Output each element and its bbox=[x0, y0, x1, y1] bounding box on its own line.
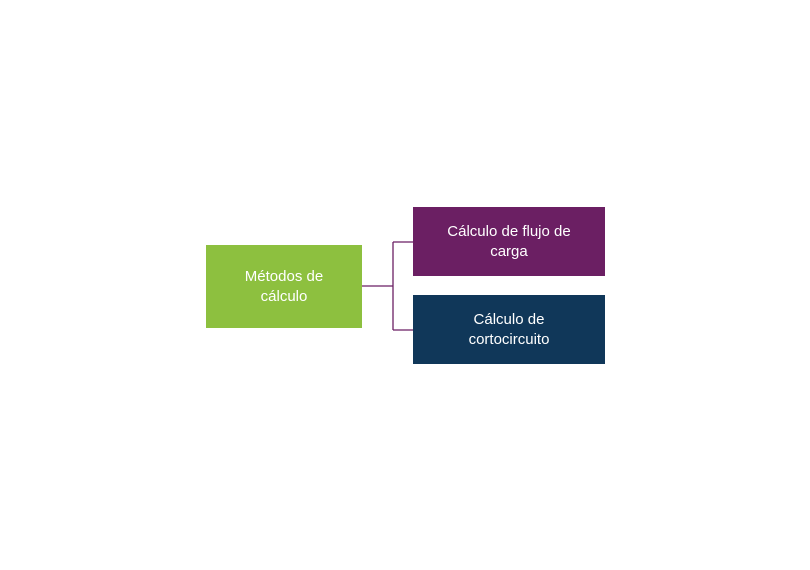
node-metodos-de-calculo: Métodos de cálculo bbox=[206, 245, 362, 328]
node-calculo-cortocircuito: Cálculo de cortocircuito bbox=[413, 295, 605, 364]
node-calculo-flujo-de-carga: Cálculo de flujo de carga bbox=[413, 207, 605, 276]
